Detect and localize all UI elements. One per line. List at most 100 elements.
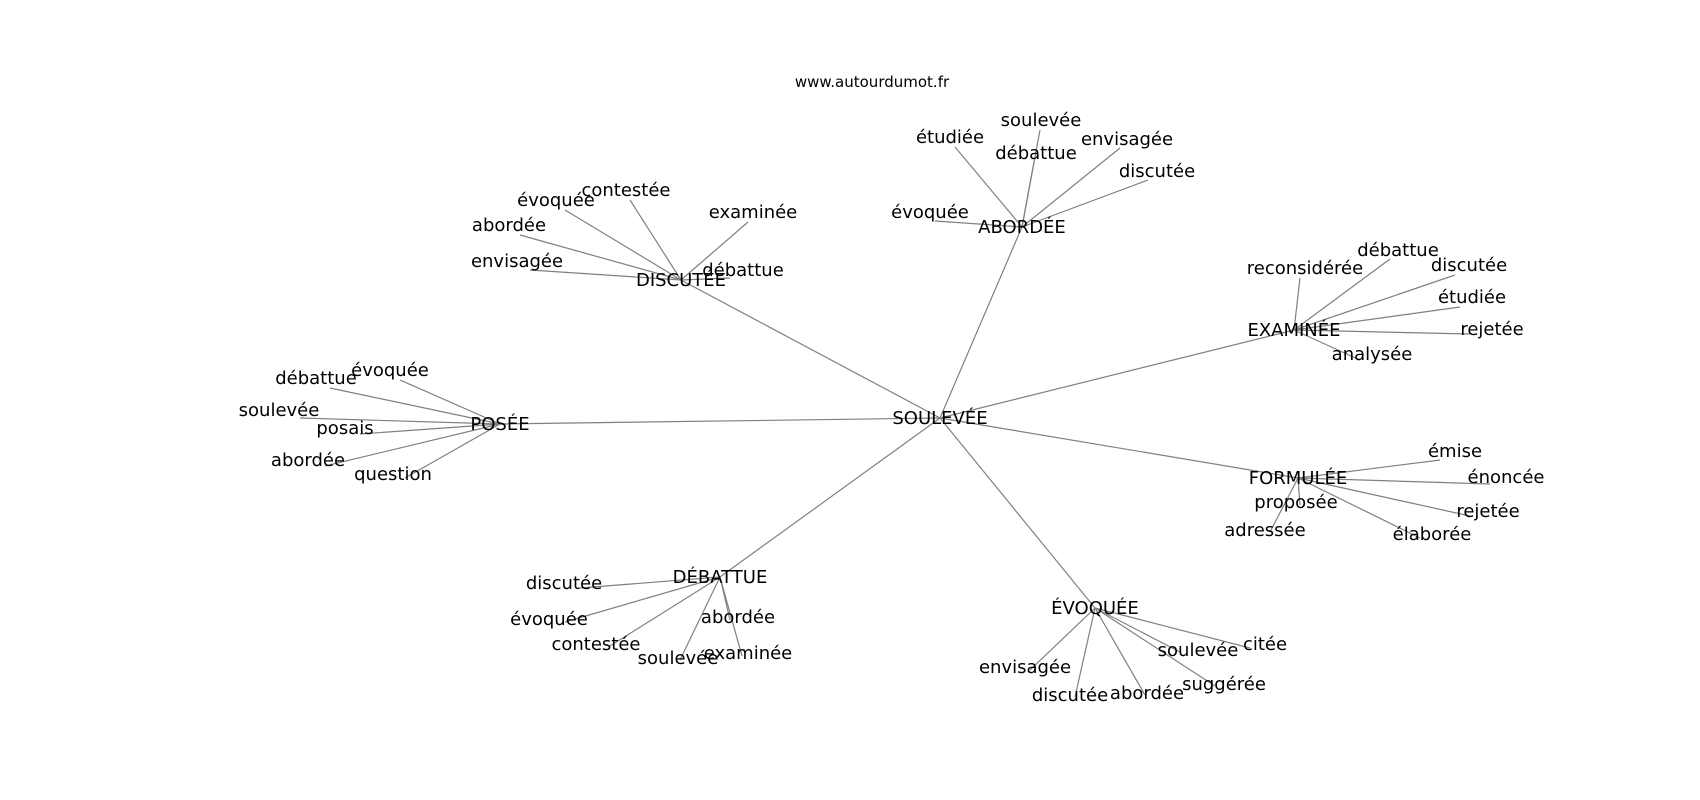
edge-discutee-evoquee [564,209,682,281]
node-discutee-debattue[interactable]: débattue [702,260,784,281]
node-abordee-discutee[interactable]: discutée [1119,161,1195,182]
node-debattue-discutee[interactable]: discutée [526,573,602,594]
edge-center-debattue [719,417,941,578]
node-abordee-evoquee[interactable]: évoquée [891,202,969,223]
edge-center-posee [499,417,941,425]
node-posee-abordee[interactable]: abordée [271,450,345,471]
node-posee-soulevee[interactable]: soulevée [239,400,320,421]
edge-posee-abordee [324,423,501,467]
node-debattue-abordee[interactable]: abordée [701,607,775,628]
edge-discutee-contestee [629,199,682,281]
edge-center-examinee [939,329,1295,419]
node-debattue-soulevee[interactable]: soulevée [638,648,719,669]
edge-center-discutee [680,279,941,419]
edge-formulee-adressee [1269,477,1299,533]
edge-abordee-evoquee [934,220,1023,228]
edge-examinee-etudiee [1293,306,1461,331]
edge-discutee-debattue [680,277,731,281]
node-examinee-reconsideree[interactable]: reconsidérée [1247,258,1363,279]
node-abordee-debattue[interactable]: débattue [995,143,1077,164]
edge-posee-debattue [329,387,501,425]
node-posee-evoquee[interactable]: évoquée [351,360,429,381]
node-evoquee-abordee[interactable]: abordée [1110,683,1184,704]
edge-debattue-discutee [579,576,721,589]
edge-center-evoquee [939,417,1096,609]
edge-debattue-soulevee [679,576,721,661]
edge-debattue-evoquee [564,576,721,623]
node-hub-posee[interactable]: POSÉE [470,413,529,435]
edge-evoquee-citee [1094,607,1251,649]
edges-layer [299,129,1491,698]
edge-formulee-enoncee [1297,477,1491,485]
edge-abordee-debattue [1021,161,1035,228]
edge-abordee-discutee [1021,179,1149,228]
edge-debattue-contestee [609,576,721,647]
node-posee-posais[interactable]: posais [316,418,373,439]
node-abordee-soulevee[interactable]: soulevée [1001,110,1082,131]
edge-debattue-examinee [719,576,743,657]
node-debattue-examinee[interactable]: examinée [704,643,793,664]
edge-evoquee-soulevee [1094,607,1181,653]
node-examinee-discutee[interactable]: discutée [1431,255,1507,276]
node-hub-evoquee[interactable]: ÉVOQUÉE [1051,597,1139,619]
node-posee-debattue[interactable]: débattue [275,368,357,389]
node-hub-discutee[interactable]: DISCUTÉE [636,269,726,291]
edge-examinee-analysee [1293,329,1361,361]
node-evoquee-soulevee[interactable]: soulevée [1158,640,1239,661]
node-examinee-debattue[interactable]: débattue [1357,240,1439,261]
node-formulee-enoncee[interactable]: énoncée [1468,467,1545,488]
edge-discutee-examinee [680,221,749,281]
node-hub-debattue[interactable]: DÉBATTUE [673,566,768,588]
edge-discutee-abordee [519,234,682,281]
node-formulee-rejetee[interactable]: rejetée [1456,501,1519,522]
node-examinee-analysee[interactable]: analysée [1332,344,1413,365]
edge-posee-soulevee [299,417,501,425]
node-evoquee-envisagee[interactable]: envisagée [979,657,1071,678]
node-abordee-etudiee[interactable]: étudiée [916,127,984,148]
edge-center-formulee [939,417,1299,479]
node-evoquee-discutee[interactable]: discutée [1032,685,1108,706]
node-examinee-rejetee[interactable]: rejetée [1460,319,1523,340]
edge-formulee-elaboree [1297,477,1421,539]
node-examinee-etudiee[interactable]: étudiée [1438,287,1506,308]
edge-formulee-rejetee [1297,477,1471,517]
edge-posee-question [404,423,501,479]
node-debattue-evoquee[interactable]: évoquée [510,609,588,630]
node-abordee-envisagee[interactable]: envisagée [1081,129,1173,150]
node-discutee-contestee[interactable]: contestée [581,180,670,201]
node-formulee-proposee[interactable]: proposée [1254,492,1337,513]
edge-formulee-proposee [1297,477,1301,506]
edge-formulee-emise [1297,459,1441,479]
node-evoquee-suggeree[interactable]: suggérée [1182,674,1266,695]
node-discutee-evoquee[interactable]: évoquée [517,190,595,211]
edge-evoquee-abordee [1094,607,1146,696]
node-center[interactable]: SOULEVÉE [892,407,987,429]
edge-center-abordee [939,226,1023,419]
node-debattue-contestee[interactable]: contestée [551,634,640,655]
node-hub-abordee[interactable]: ABORDÉE [978,216,1066,238]
node-discutee-abordee[interactable]: abordée [472,215,546,236]
edge-examinee-rejetee [1293,329,1471,335]
node-posee-question[interactable]: question [354,464,432,485]
edge-discutee-envisagee [529,269,682,281]
node-formulee-elaboree[interactable]: élaborée [1393,524,1472,545]
node-hub-formulee[interactable]: FORMULÉE [1249,467,1348,489]
edge-posee-posais [359,423,501,435]
edge-evoquee-discutee [1074,607,1096,698]
node-formulee-adressee[interactable]: adressée [1224,520,1305,541]
edge-abordee-etudiee [954,146,1023,228]
node-formulee-emise[interactable]: émise [1428,441,1482,462]
labels-layer: SOULEVÉEABORDÉEétudiéesoulevéedébattueen… [239,110,1545,706]
edge-evoquee-suggeree [1094,607,1216,687]
edge-evoquee-envisagee [1029,607,1096,671]
node-hub-examinee[interactable]: EXAMINÉE [1247,319,1340,341]
edge-examinee-debattue [1293,258,1391,331]
edge-examinee-discutee [1293,274,1456,331]
node-discutee-examinee[interactable]: examinée [709,202,798,223]
edge-examinee-reconsideree [1293,277,1301,331]
node-evoquee-citee[interactable]: citée [1243,634,1287,655]
edge-abordee-envisagee [1021,147,1121,228]
node-discutee-envisagee[interactable]: envisagée [471,251,563,272]
edge-posee-evoquee [399,379,501,425]
